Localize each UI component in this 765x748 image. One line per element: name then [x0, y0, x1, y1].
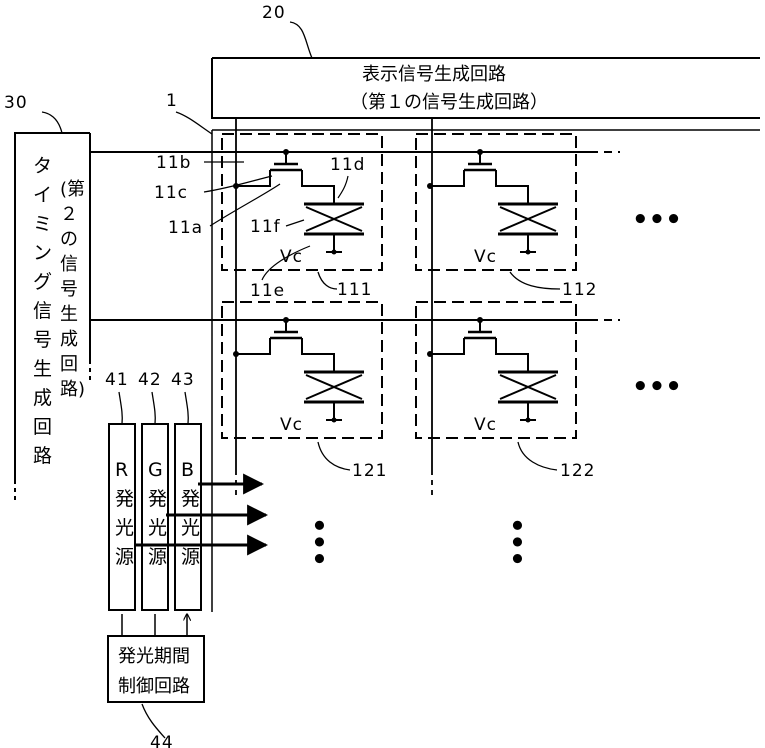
timing-char: タ — [33, 155, 52, 177]
timing-sub-char: ２ — [60, 204, 78, 225]
light-source-char: 光 — [148, 517, 167, 539]
panel-ref: 1 — [166, 91, 178, 111]
label-111: 111 — [337, 280, 372, 300]
control-line1: 発光期間 — [118, 646, 190, 667]
label-11e: 11e — [250, 281, 285, 301]
label-121: 121 — [352, 461, 387, 481]
timing-signal-circuit: 30 タイミング信号生成回路 (第２の信号生成回路) — [4, 93, 90, 500]
light-source-char: G — [148, 459, 163, 481]
display-circuit-subtitle: （第１の信号生成回路） — [350, 92, 548, 113]
vc-label: Vc — [474, 415, 497, 435]
pixel-circuit: Vc — [233, 317, 364, 435]
vc-label: Vc — [474, 247, 497, 267]
timing-char: イ — [33, 184, 52, 206]
timing-sub-char: 生 — [60, 304, 78, 325]
light-source-char: 源 — [115, 546, 134, 568]
light-source-char: 発 — [181, 488, 200, 510]
ellipsis-row2: ••• — [632, 372, 682, 402]
element-labels: 11b 11c 11a 11d 11f 11e — [154, 153, 365, 301]
light-source-char: 発 — [148, 488, 167, 510]
light-source-char: 発 — [115, 488, 134, 510]
timing-char: 路 — [33, 445, 52, 467]
timing-char: 成 — [33, 387, 52, 409]
pixel-circuit: Vc — [427, 149, 558, 267]
timing-circuit-sublabel: (第 ２ の信号生成回路) — [60, 179, 85, 400]
timing-sub-char: 号 — [60, 279, 78, 300]
data-lines — [236, 118, 432, 500]
timing-sub-char: 成 — [60, 329, 78, 350]
light-source-char: 光 — [115, 517, 134, 539]
timing-sub-char: 信 — [60, 254, 78, 275]
timing-circuit-label: タイミング信号生成回路 — [33, 155, 52, 467]
label-11d: 11d — [330, 155, 365, 175]
timing-char: ミ — [33, 213, 52, 235]
timing-char: ン — [33, 242, 52, 264]
emission-control-circuit: 発光期間 制御回路 44 — [108, 614, 204, 748]
ellipsis-col1: ••• — [303, 517, 333, 567]
light-source-char: 源 — [148, 546, 167, 568]
light-source-ref: 41 — [105, 370, 129, 390]
light-source-char: 光 — [181, 517, 200, 539]
light-source-char: B — [181, 459, 194, 481]
light-source-ref: 43 — [171, 370, 195, 390]
vc-label: Vc — [280, 415, 303, 435]
label-11a: 11a — [168, 218, 203, 238]
label-112: 112 — [562, 280, 597, 300]
timing-char: グ — [33, 271, 52, 293]
label-11f: 11f — [250, 217, 281, 237]
light-source-g: G発光源 42 — [138, 370, 168, 610]
control-line2: 制御回路 — [118, 676, 190, 697]
light-source-char: 源 — [181, 546, 200, 568]
label-11b: 11b — [156, 153, 191, 173]
display-circuit-ref: 20 — [262, 3, 286, 23]
light-source-b: B発光源 43 — [171, 370, 201, 610]
timing-char: 生 — [33, 358, 52, 380]
light-source-char: R — [115, 459, 128, 481]
display-signal-circuit: 表示信号生成回路 （第１の信号生成回路） 20 — [212, 3, 760, 118]
light-source-r: R発光源 41 — [105, 370, 135, 610]
timing-sub-char: 路) — [60, 379, 85, 400]
light-sources: R発光源41G発光源42B発光源43 — [105, 370, 201, 610]
ellipsis-col2: ••• — [501, 517, 531, 567]
timing-sub-char: の — [60, 229, 78, 250]
timing-sub-char: 回 — [60, 354, 78, 375]
timing-char: 号 — [33, 329, 52, 351]
timing-char: 回 — [33, 416, 52, 438]
timing-sub-char: (第 — [60, 179, 85, 200]
timing-char: 信 — [33, 300, 52, 322]
label-11c: 11c — [154, 183, 188, 203]
pixel-circuit: Vc — [427, 317, 558, 435]
light-source-ref: 42 — [138, 370, 162, 390]
label-122: 122 — [560, 461, 595, 481]
display-circuit-title: 表示信号生成回路 — [362, 64, 506, 85]
ellipsis-row1: ••• — [632, 205, 682, 235]
timing-circuit-ref: 30 — [4, 93, 28, 113]
